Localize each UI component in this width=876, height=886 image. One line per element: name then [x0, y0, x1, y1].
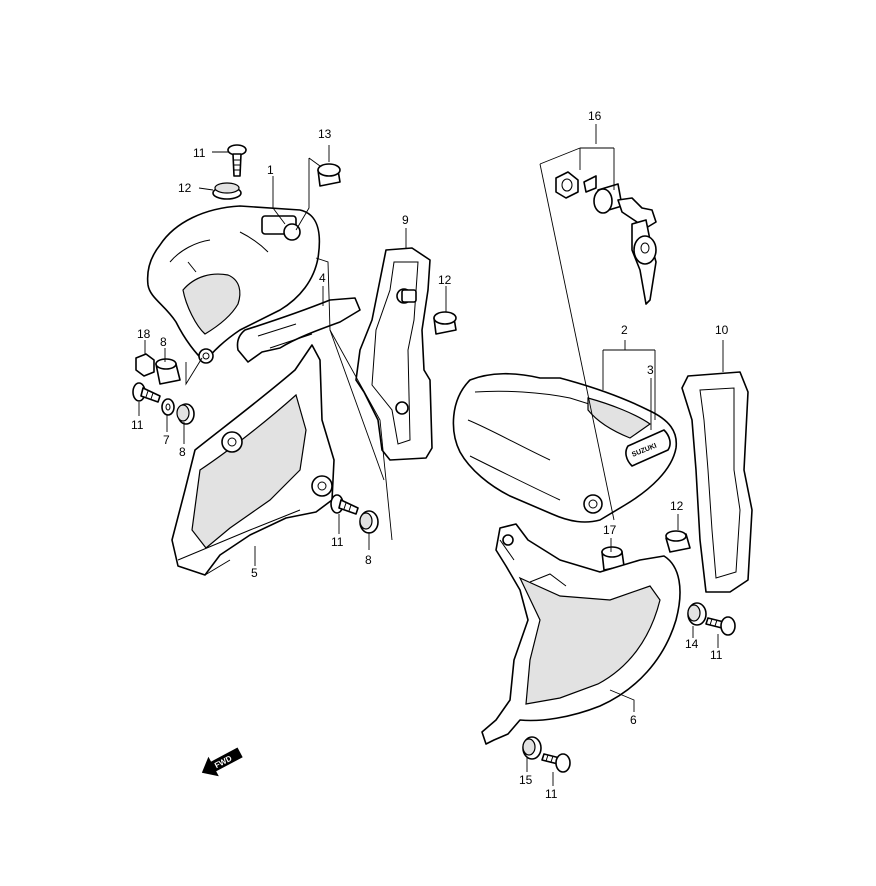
callout-9: 9	[402, 213, 409, 227]
callout-8-b: 8	[179, 445, 186, 459]
part-12-grommet-top	[212, 182, 242, 200]
part-16-lock-set	[555, 171, 657, 305]
callout-11-left: 11	[131, 418, 144, 432]
callout-5: 5	[251, 566, 258, 580]
part-18-nut	[135, 353, 155, 377]
part-11-screw-bottom	[541, 753, 571, 773]
callout-15: 15	[519, 773, 533, 787]
callout-7: 7	[163, 433, 170, 447]
callout-1: 1	[267, 163, 274, 177]
part-13-cushion	[317, 163, 341, 187]
callout-10: 10	[715, 323, 729, 337]
callout-12-top: 12	[178, 181, 192, 195]
callout-14: 14	[685, 637, 699, 651]
forward-arrow-icon: FWD	[201, 747, 243, 777]
callout-labels: 11 12 1 13 9 4 12 18 8 11 7 8 5 11 8 16 …	[131, 109, 729, 801]
callout-11-bottom: 11	[545, 787, 558, 801]
part-10-seal	[681, 371, 753, 593]
part-8-grommet-c	[359, 510, 379, 534]
callout-4: 4	[319, 271, 326, 285]
part-12-grommet-right	[665, 530, 691, 553]
part-9-inner-bracket	[355, 247, 433, 461]
part-5-side-cover	[171, 344, 335, 576]
callout-11-top: 11	[193, 146, 206, 160]
callout-6: 6	[630, 713, 637, 727]
part-11-screw-left	[132, 382, 161, 403]
part-11-screw-right	[705, 616, 736, 636]
leader-lines	[138, 124, 724, 786]
callout-11-center: 11	[331, 535, 344, 549]
callout-16: 16	[588, 109, 602, 123]
part-8-grommet-b	[176, 403, 195, 425]
part-11-screw-top	[227, 144, 247, 177]
part-1-frame-cover	[146, 205, 321, 364]
callout-3: 3	[647, 363, 654, 377]
part-7-washer	[161, 398, 175, 416]
part-12-grommet-middle	[433, 311, 457, 335]
part-11-screw-center	[330, 494, 359, 515]
part-2-side-cover-right	[452, 372, 678, 523]
callout-2: 2	[621, 323, 628, 337]
callout-13: 13	[318, 127, 332, 141]
part-15-grommet	[522, 736, 542, 760]
callout-12-right: 12	[670, 499, 684, 513]
part-14-spacer	[687, 602, 707, 626]
callout-17: 17	[603, 523, 617, 537]
callout-11-right: 11	[710, 648, 723, 662]
callout-12-middle: 12	[438, 273, 452, 287]
callout-8-c: 8	[365, 553, 372, 567]
part-3-emblem: SUZUKI	[625, 429, 671, 467]
part-6-lower-cover	[481, 523, 681, 745]
callout-8-a: 8	[160, 335, 167, 349]
part-8-grommet-a	[155, 358, 181, 385]
part-17-grommet	[601, 546, 625, 571]
callout-18: 18	[137, 327, 151, 341]
